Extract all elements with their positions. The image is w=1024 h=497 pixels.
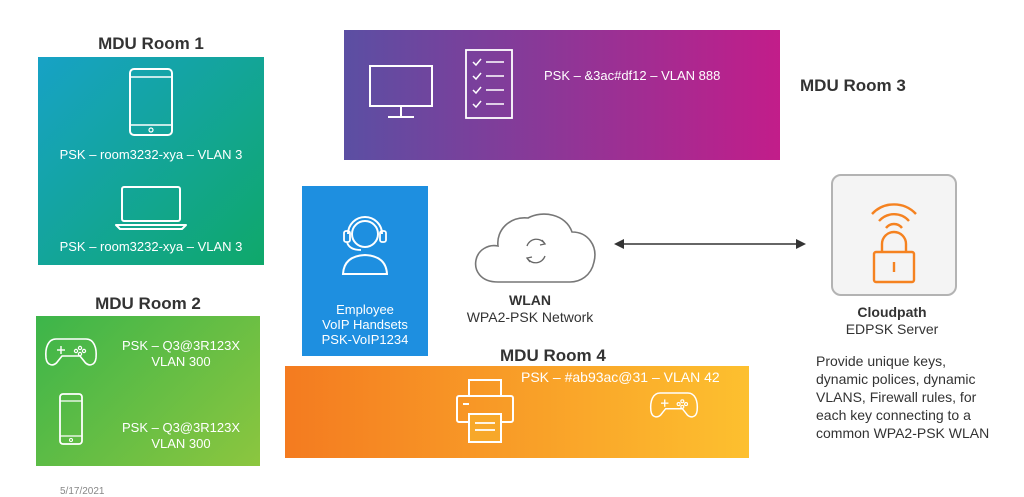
- cloudpath-title: Cloudpath: [857, 304, 927, 320]
- room2-phone-psk-line1: PSK – Q3@3R123X: [122, 420, 240, 435]
- tablet-icon: [128, 67, 174, 137]
- employee-voip-text: Employee VoIP Handsets PSK-VoIP1234: [302, 302, 428, 347]
- room2-game-psk-line2: VLAN 300: [151, 354, 211, 369]
- game-controller-icon: [649, 390, 699, 420]
- cloudpath-subtitle: EDPSK Server: [845, 321, 939, 337]
- cloudpath-desc-line3: VLANS, Firewall rules, for: [816, 389, 977, 405]
- room2-box: PSK – Q3@3R123X VLAN 300 PSK – Q3@3R123X…: [36, 316, 260, 466]
- cloudpath-desc-line1: Provide unique keys,: [816, 353, 946, 369]
- room4-title: MDU Room 4: [500, 346, 606, 365]
- cloudpath-server-box: [831, 174, 957, 296]
- room2-phone-psk: PSK – Q3@3R123X VLAN 300: [106, 420, 256, 452]
- room2-title: MDU Room 2: [95, 294, 201, 313]
- wlan-title: WLAN: [509, 292, 551, 308]
- room1-box: PSK – room3232-xya – VLAN 3 PSK – room32…: [38, 57, 264, 265]
- employee-line2: VoIP Handsets: [322, 317, 408, 332]
- room4-box: PSK – #ab93ac@31 – VLAN 42: [285, 366, 749, 458]
- cloudpath-desc-line2: dynamic polices, dynamic: [816, 371, 976, 387]
- room2-game-psk-line1: PSK – Q3@3R123X: [122, 338, 240, 353]
- printer-icon: [455, 378, 515, 444]
- employee-voip-box: Employee VoIP Handsets PSK-VoIP1234: [302, 186, 428, 356]
- wifi-lock-icon: [858, 184, 930, 288]
- room1-title: MDU Room 1: [98, 34, 204, 53]
- room2-phone-psk-line2: VLAN 300: [151, 436, 211, 451]
- monitor-icon: [368, 64, 434, 120]
- room3-title: MDU Room 3: [800, 76, 906, 95]
- room4-psk: PSK – #ab93ac@31 – VLAN 42: [521, 369, 720, 385]
- double-arrow-icon: [612, 236, 808, 252]
- checklist-icon: [464, 48, 514, 120]
- cloudpath-desc-line5: common WPA2-PSK WLAN: [816, 425, 990, 441]
- laptop-icon: [114, 185, 188, 231]
- cloudpath-desc-line4: each key connecting to a: [816, 407, 971, 423]
- headset-user-icon: [335, 210, 395, 276]
- smartphone-icon: [58, 392, 84, 446]
- room1-laptop-psk: PSK – room3232-xya – VLAN 3: [59, 239, 243, 254]
- cloud-icon: [470, 206, 600, 286]
- room1-tablet-psk: PSK – room3232-xya – VLAN 3: [59, 147, 243, 162]
- footer-date: 5/17/2021: [60, 486, 105, 497]
- cloudpath-description: Provide unique keys, dynamic polices, dy…: [816, 352, 1016, 442]
- room2-game-psk: PSK – Q3@3R123X VLAN 300: [106, 338, 256, 370]
- employee-line1: Employee: [336, 302, 394, 317]
- game-controller-icon: [44, 336, 98, 368]
- employee-line3: PSK-VoIP1234: [321, 332, 409, 347]
- wlan-subtitle: WPA2-PSK Network: [466, 309, 594, 325]
- room3-box: PSK – &3ac#df12 – VLAN 888: [344, 30, 780, 160]
- room3-psk: PSK – &3ac#df12 – VLAN 888: [544, 68, 721, 83]
